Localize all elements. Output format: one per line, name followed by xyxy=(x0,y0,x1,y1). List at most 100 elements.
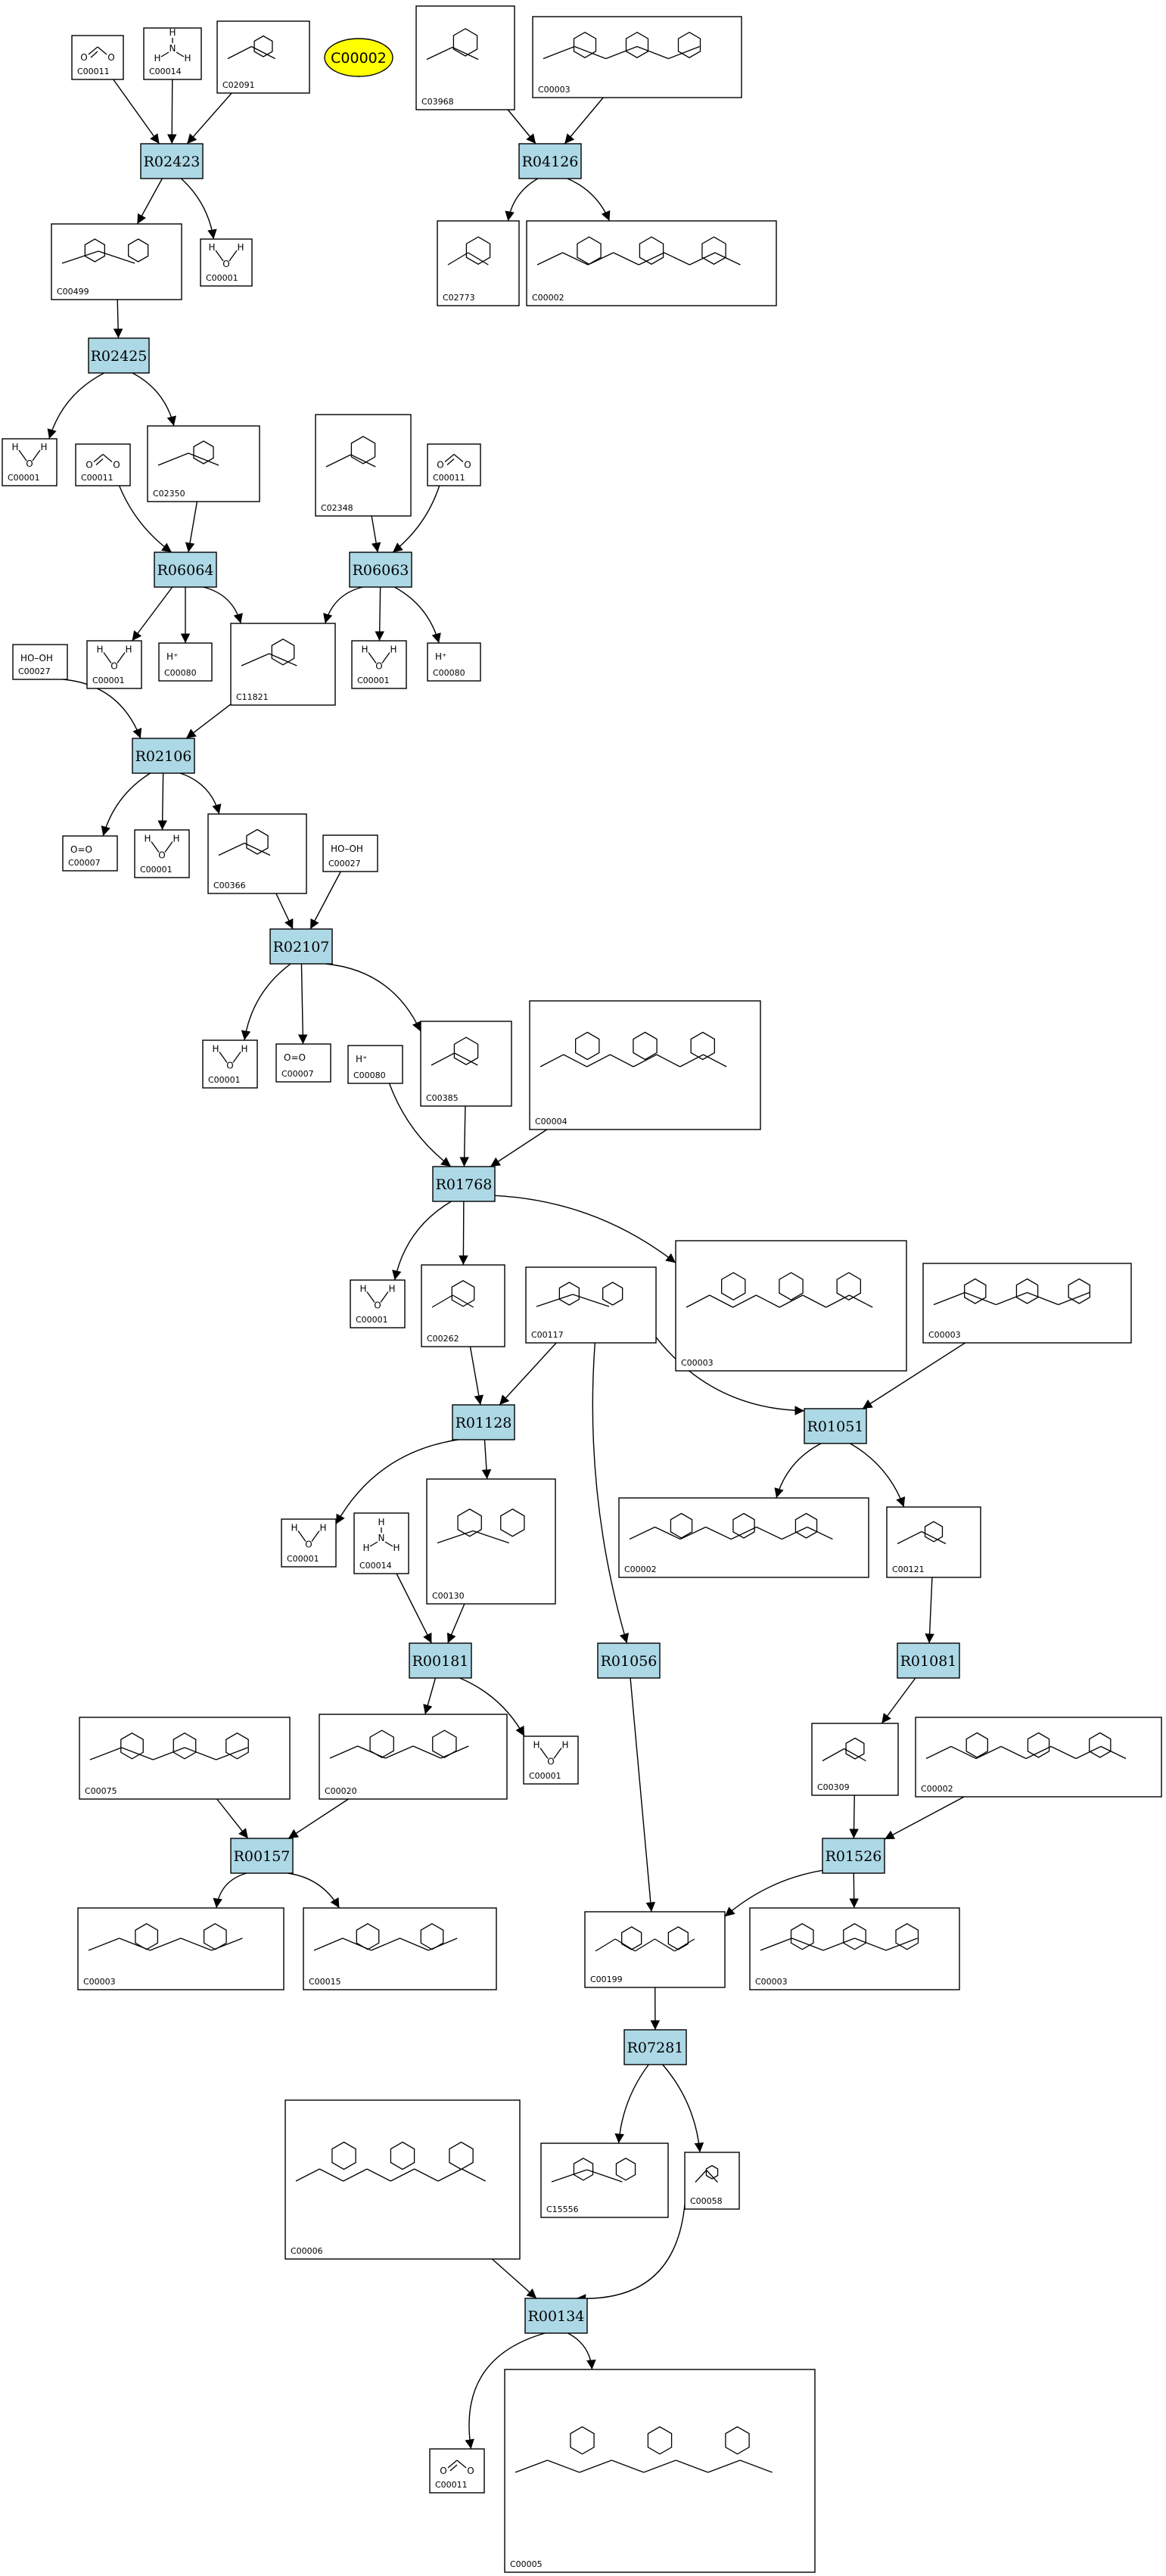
compound-C15556[interactable]: C15556 xyxy=(540,2143,669,2218)
compound-C00003[interactable]: C00003 xyxy=(532,16,742,98)
highlight-compound[interactable]: C00002 xyxy=(324,38,393,77)
compound-C00002[interactable]: C00002 xyxy=(526,220,777,306)
reaction-node-R00157[interactable]: R00157 xyxy=(230,1838,294,1874)
edge-c24-R02107 xyxy=(309,871,341,930)
compound-C00309[interactable]: C00309 xyxy=(811,1723,899,1796)
compound-id-label: C00003 xyxy=(538,85,571,95)
compound-C00080[interactable]: H⁺C00080 xyxy=(427,642,481,682)
compound-C00015[interactable]: C00015 xyxy=(303,1907,497,1990)
structure-drawing xyxy=(61,238,149,264)
compound-C00075[interactable]: C00075 xyxy=(79,1717,291,1800)
edge-c32-R01056 xyxy=(592,1342,630,1644)
reaction-node-R04126[interactable]: R04126 xyxy=(518,143,582,179)
compound-C00121[interactable]: C00121 xyxy=(886,1506,981,1578)
compound-C03968[interactable]: C03968 xyxy=(415,5,515,110)
reaction-node-R07281[interactable]: R07281 xyxy=(623,2029,687,2065)
reaction-node-R02106[interactable]: R02106 xyxy=(132,738,195,774)
compound-C02350[interactable]: C02350 xyxy=(147,425,260,502)
highlight-ellipse xyxy=(324,38,393,77)
compound-C00002[interactable]: C00002 xyxy=(915,1717,1162,1798)
reaction-node-R00134[interactable]: R00134 xyxy=(524,2298,588,2334)
svg-text:O: O xyxy=(440,2466,446,2476)
compound-C00004[interactable]: C00004 xyxy=(529,1000,761,1130)
compound-C00080[interactable]: H⁺C00080 xyxy=(347,1045,403,1084)
highlight-label: C00002 xyxy=(331,50,387,67)
compound-id-label: C00001 xyxy=(8,473,40,483)
compound-frame xyxy=(415,5,515,110)
edge-R01768-c31 xyxy=(459,1201,468,1266)
compound-C00058[interactable]: C00058 xyxy=(684,2152,740,2210)
reaction-box xyxy=(88,337,150,374)
structure-drawing xyxy=(536,1282,623,1307)
reaction-node-R00181[interactable]: R00181 xyxy=(409,1642,472,1679)
reaction-node-R01056[interactable]: R01056 xyxy=(597,1642,661,1679)
compound-C00006[interactable]: C00006 xyxy=(285,2099,521,2260)
compound-C11821[interactable]: C11821 xyxy=(230,623,336,706)
compound-C00003[interactable]: C00003 xyxy=(922,1263,1132,1344)
compound-C02348[interactable]: C02348 xyxy=(315,414,412,517)
compound-frame xyxy=(526,220,777,306)
compound-frame xyxy=(420,1021,512,1107)
reaction-node-R02107[interactable]: R02107 xyxy=(269,928,333,965)
compound-C00080[interactable]: H⁺C00080 xyxy=(158,642,213,682)
compound-frame xyxy=(75,443,131,486)
compound-id-label: C00080 xyxy=(353,1070,386,1080)
compound-C00003[interactable]: C00003 xyxy=(675,1240,907,1372)
reaction-node-R01051[interactable]: R01051 xyxy=(804,1408,867,1444)
compound-C00499[interactable]: C00499 xyxy=(51,223,182,300)
reaction-node-R06064[interactable]: R06064 xyxy=(154,552,217,588)
compound-C00199[interactable]: C00199 xyxy=(584,1911,726,1988)
compound-C02091[interactable]: C02091 xyxy=(216,20,310,94)
reaction-node-R01768[interactable]: R01768 xyxy=(432,1166,496,1202)
reaction-node-R01081[interactable]: R01081 xyxy=(897,1642,960,1679)
compound-C00385[interactable]: C00385 xyxy=(420,1021,512,1107)
structure-drawing xyxy=(822,1737,866,1762)
compound-C00117[interactable]: C00117 xyxy=(525,1266,657,1344)
edge-R06064-c18 xyxy=(203,586,243,624)
reaction-node-R01128[interactable]: R01128 xyxy=(452,1404,515,1440)
reaction-label: R01056 xyxy=(601,1653,658,1670)
reaction-node-R06063[interactable]: R06063 xyxy=(349,552,412,588)
compound-frame xyxy=(275,1043,331,1083)
edge-c31-R01128 xyxy=(469,1346,484,1406)
compound-C00003[interactable]: C00003 xyxy=(749,1907,960,1990)
reaction-node-R02423[interactable]: R02423 xyxy=(140,143,204,179)
compound-C02773[interactable]: C02773 xyxy=(437,220,520,306)
reaction-node-R01526[interactable]: R01526 xyxy=(822,1838,885,1874)
compound-C00262[interactable]: C00262 xyxy=(421,1264,505,1347)
compound-C00366[interactable]: C00366 xyxy=(207,813,307,894)
reaction-node-R02425[interactable]: R02425 xyxy=(88,337,150,374)
edge-R01768-c33 xyxy=(494,1195,676,1263)
compound-C00003[interactable]: C00003 xyxy=(77,1907,285,1990)
compound-frame xyxy=(427,443,481,486)
compound-C00005[interactable]: C00005 xyxy=(504,2369,816,2573)
svg-text:H: H xyxy=(154,53,160,64)
compound-C00130[interactable]: C00130 xyxy=(426,1478,556,1605)
compound-id-label: C00015 xyxy=(309,1977,341,1987)
compound-id-label: C00011 xyxy=(77,67,110,76)
reaction-label: R04126 xyxy=(522,154,579,170)
compound-C00002[interactable]: C00002 xyxy=(618,1497,869,1578)
compound-C00020[interactable]: C00020 xyxy=(319,1714,508,1800)
svg-text:H: H xyxy=(208,242,215,253)
